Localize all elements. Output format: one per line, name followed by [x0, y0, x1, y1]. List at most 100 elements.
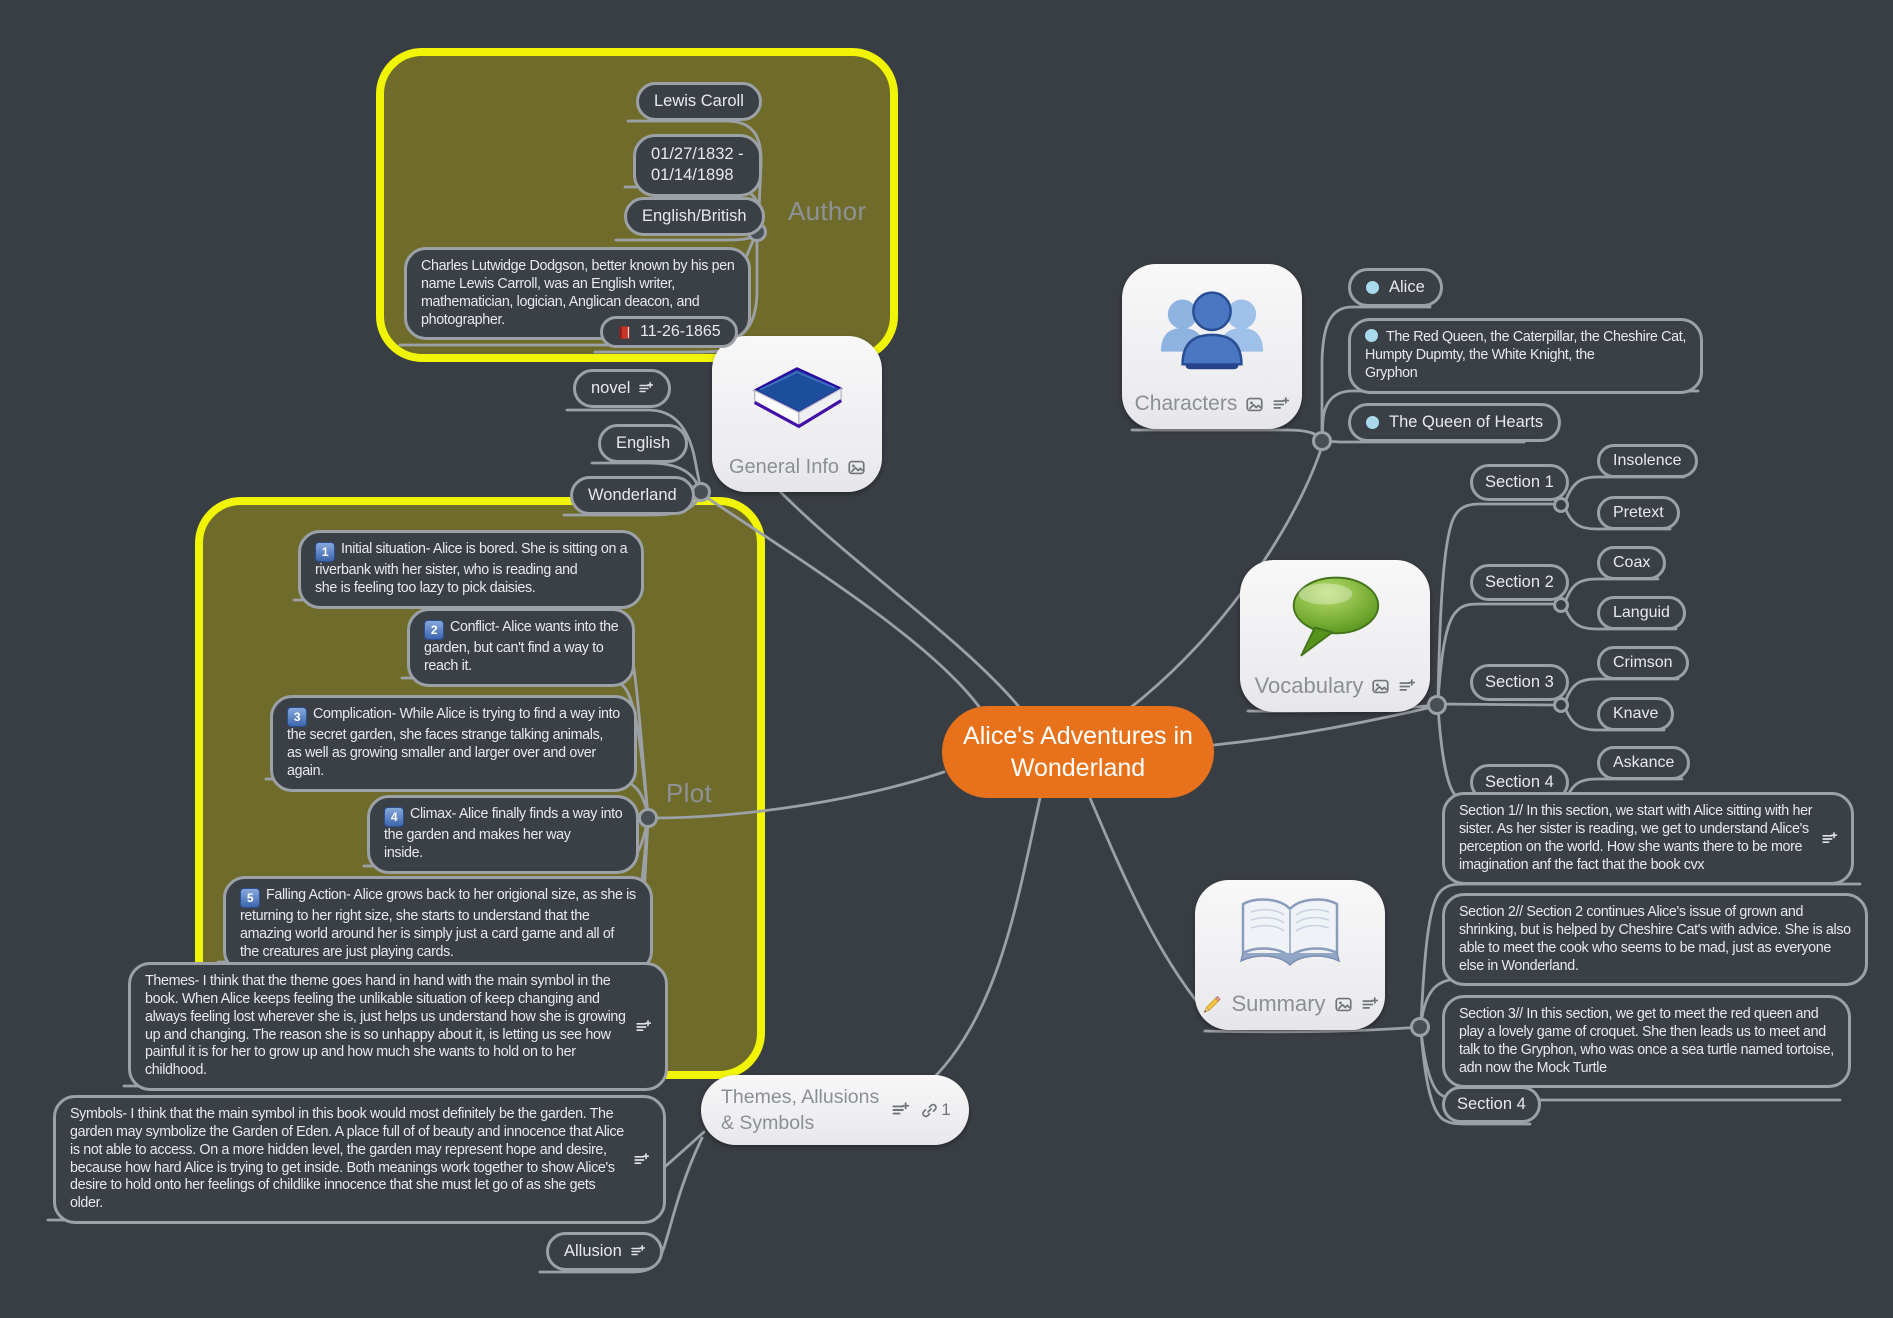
author-bio-node[interactable]: Charles Lutwidge Dodgson, better known b… — [404, 247, 752, 341]
author-lifespan-text: 01/27/1832 - 01/14/1898 — [651, 145, 744, 185]
add-note-icon[interactable] — [635, 1019, 651, 1035]
number-badge-icon: 1 — [315, 542, 335, 562]
character-antagonist-node[interactable]: The Queen of Hearts — [1348, 403, 1562, 442]
vocab-section-node[interactable]: Section 2 — [1470, 564, 1569, 601]
general-info-card[interactable]: General Info — [712, 336, 882, 492]
link-count: 1 — [941, 1099, 951, 1119]
link-badge[interactable]: 1 — [921, 1099, 951, 1122]
language-node[interactable]: English — [598, 424, 689, 463]
vocabulary-card[interactable]: Vocabulary — [1240, 560, 1430, 712]
symbols-note-node[interactable]: Symbols- I think that the main symbol in… — [53, 1095, 666, 1225]
author-name-node[interactable]: Lewis Caroll — [636, 82, 762, 121]
plot-themes-text: Themes- I think that the theme goes hand… — [145, 973, 626, 1079]
vocab-word-text: Pretext — [1613, 504, 1664, 521]
summary-label: Summary — [1231, 991, 1326, 1016]
plot-item-text: Conflict- Alice wants into the garden, b… — [424, 619, 619, 674]
vocabulary-label: Vocabulary — [1254, 673, 1364, 698]
vocab-word-text: Languid — [1613, 604, 1670, 621]
author-nationality-text: English/British — [642, 207, 747, 225]
add-note-icon[interactable] — [630, 1244, 645, 1259]
vocab-word-node[interactable]: Insolence — [1597, 444, 1698, 478]
character-main-node[interactable]: Alice — [1348, 268, 1443, 307]
vocab-section-text: Section 2 — [1485, 573, 1554, 591]
image-attachment-icon[interactable] — [1372, 678, 1389, 695]
character-supporting-text: The Red Queen, the Caterpillar, the Ches… — [1365, 329, 1686, 381]
author-name-text: Lewis Caroll — [654, 92, 744, 110]
vocab-word-node[interactable]: Askance — [1597, 746, 1691, 780]
image-attachment-icon[interactable] — [848, 459, 865, 476]
allusion-node[interactable]: Allusion — [546, 1232, 663, 1271]
vocab-word-node[interactable]: Knave — [1597, 697, 1675, 731]
vocab-word-node[interactable]: Languid — [1597, 596, 1686, 630]
number-badge-icon: 4 — [384, 807, 404, 827]
blue-book-icon — [736, 350, 858, 442]
symbols-note-text: Symbols- I think that the main symbol in… — [70, 1106, 624, 1212]
vocab-word-text: Askance — [1613, 754, 1675, 771]
central-topic[interactable]: Alice's Adventures in Wonderland — [942, 706, 1214, 798]
summary-section-text: Section 2// Section 2 continues Alice's … — [1459, 904, 1851, 974]
genre-text: novel — [591, 379, 631, 397]
general-info-label: General Info — [728, 456, 840, 478]
pencil-icon — [1202, 994, 1222, 1014]
themes-allusions-label: Themes, Allusions & Symbols — [721, 1085, 880, 1134]
author-bio-text: Charles Lutwidge Dodgson, better known b… — [421, 258, 735, 328]
genre-node[interactable]: novel — [573, 369, 672, 408]
number-badge-icon: 2 — [424, 620, 444, 640]
number-badge-icon: 3 — [287, 707, 307, 727]
vocab-word-text: Insolence — [1613, 452, 1682, 469]
summary-section-text: Section 1// In this section, we start wi… — [1459, 803, 1813, 873]
vocab-word-node[interactable]: Coax — [1597, 546, 1667, 580]
add-note-icon[interactable] — [1361, 996, 1378, 1013]
character-antagonist-text: The Queen of Hearts — [1389, 413, 1544, 431]
plot-themes-node[interactable]: Themes- I think that the theme goes hand… — [128, 962, 668, 1092]
setting-text: Wonderland — [588, 486, 677, 504]
vocab-section-node[interactable]: Section 1 — [1470, 464, 1569, 501]
image-attachment-icon[interactable] — [1335, 996, 1352, 1013]
add-note-icon[interactable] — [1272, 396, 1289, 413]
setting-node[interactable]: Wonderland — [570, 476, 695, 515]
summary-section-node[interactable]: Section 4 — [1442, 1086, 1541, 1123]
blue-bullet-icon — [1366, 416, 1379, 429]
image-attachment-icon[interactable] — [1246, 396, 1263, 413]
open-book-icon — [1230, 891, 1350, 981]
vocab-word-text: Crimson — [1613, 654, 1673, 671]
themes-allusions-node[interactable]: Themes, Allusions & Symbols 1 — [701, 1075, 969, 1145]
summary-section-text: Section 4 — [1457, 1095, 1526, 1113]
vocab-section-text: Section 4 — [1485, 773, 1554, 791]
characters-card[interactable]: Characters — [1122, 264, 1302, 429]
vocab-word-text: Knave — [1613, 705, 1659, 722]
number-badge-icon: 5 — [240, 888, 260, 908]
speech-bubble-icon — [1279, 569, 1391, 665]
add-note-icon[interactable] — [891, 1101, 909, 1119]
character-supporting-node[interactable]: The Red Queen, the Caterpillar, the Ches… — [1348, 318, 1703, 394]
summary-section-node[interactable]: Section 3// In this section, we get to m… — [1442, 995, 1851, 1089]
add-note-icon[interactable] — [633, 1152, 649, 1168]
plot-item-text: Complication- While Alice is trying to f… — [287, 706, 620, 779]
summary-section-text: Section 3// In this section, we get to m… — [1459, 1006, 1834, 1076]
author-bookmark-node[interactable]: 11-26-1865 — [600, 316, 738, 348]
people-icon — [1151, 274, 1273, 382]
characters-label: Characters — [1134, 392, 1238, 415]
add-note-icon[interactable] — [1821, 831, 1837, 847]
author-nationality-node[interactable]: English/British — [624, 197, 765, 236]
author-branch-label[interactable]: Author — [788, 196, 867, 226]
plot-branch-label[interactable]: Plot — [666, 778, 713, 808]
vocab-word-node[interactable]: Crimson — [1597, 646, 1689, 680]
vocab-word-node[interactable]: Pretext — [1597, 496, 1680, 530]
blue-bullet-icon — [1365, 329, 1378, 342]
add-note-icon[interactable] — [1398, 678, 1415, 695]
summary-section-node[interactable]: Section 1// In this section, we start wi… — [1442, 792, 1855, 886]
author-lifespan-node[interactable]: 01/27/1832 - 01/14/1898 — [633, 134, 762, 197]
add-note-icon[interactable] — [638, 381, 653, 396]
plot-item-text: Initial situation- Alice is bored. She i… — [315, 541, 628, 596]
allusion-text: Allusion — [564, 1242, 622, 1260]
summary-section-node[interactable]: Section 2// Section 2 continues Alice's … — [1442, 893, 1868, 987]
summary-card[interactable]: Summary — [1195, 880, 1385, 1030]
vocab-section-node[interactable]: Section 3 — [1470, 664, 1569, 701]
